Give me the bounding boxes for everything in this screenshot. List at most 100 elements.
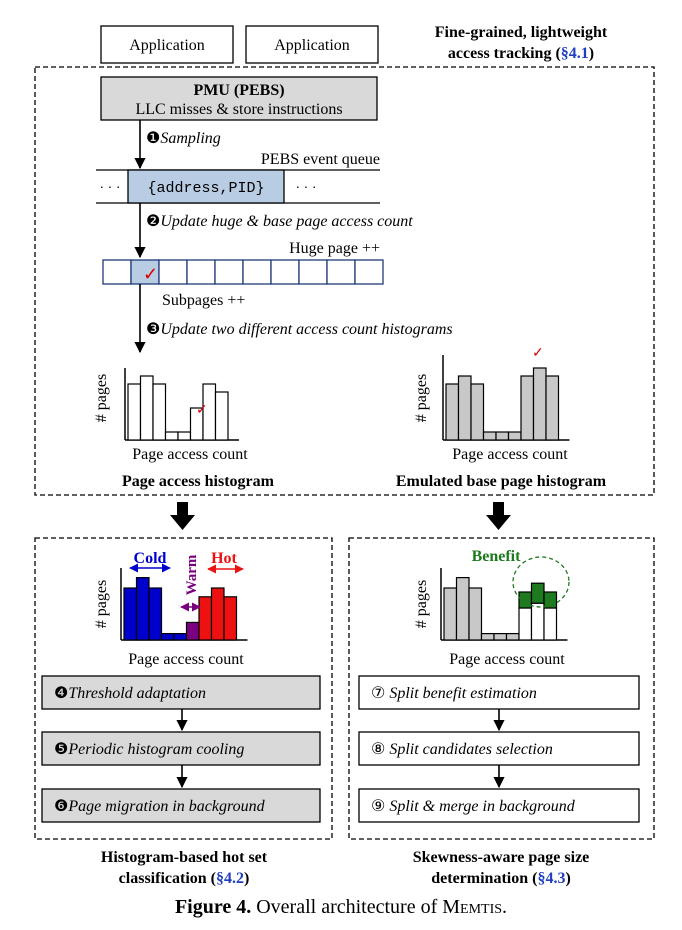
step-4-label: ❹Threshold adaptation	[54, 685, 206, 702]
histogram-bar	[543, 607, 558, 641]
hist1-title: Page access histogram	[122, 473, 275, 490]
figure-number: Figure 4.	[174, 896, 252, 918]
benefit-label: Benefit	[472, 548, 522, 565]
application-box-1: Application	[100, 25, 234, 64]
hist2-xlabel: Page access count	[452, 446, 568, 463]
thick-arrow-left	[170, 502, 195, 530]
histogram-bar	[185, 621, 200, 641]
figure-caption: Figure 4. Overall architecture of Memtis…	[0, 896, 682, 919]
histogram-bar	[507, 431, 522, 441]
hist2-ylabel: # pages	[413, 374, 430, 422]
histogram-bar	[495, 431, 510, 441]
histogram-bar	[210, 587, 225, 641]
histogram-bar	[198, 596, 213, 641]
subpage-cell	[326, 259, 356, 285]
histogram-bar	[173, 632, 188, 641]
histogram-bar	[139, 375, 154, 441]
histogram-bar	[470, 383, 485, 441]
step-4-box: ❹Threshold adaptation	[41, 675, 321, 710]
benefit-bar	[530, 582, 545, 604]
step-6-label: ❻Page migration in background	[54, 798, 266, 815]
histogram-bar	[520, 375, 535, 441]
subpage-cell	[214, 259, 244, 285]
pebs-queue-label: PEBS event queue	[261, 151, 380, 168]
page-size-determination-region	[348, 537, 655, 840]
page-access-histogram	[124, 368, 239, 441]
step-6-box: ❻Page migration in background	[41, 788, 321, 823]
queue-dots-right: · · ·	[296, 181, 317, 196]
application-label-2: Application	[274, 37, 350, 54]
split-benefit-histogram	[440, 568, 568, 641]
queue-entry	[127, 169, 285, 204]
queue-dots-left: · · ·	[100, 181, 121, 196]
access-tracking-region	[34, 66, 655, 496]
hot-set-classification-region	[34, 537, 333, 840]
histogram-bar	[482, 431, 497, 441]
subpage-cell	[270, 259, 300, 285]
thick-arrow-right	[486, 502, 511, 530]
histogram-bar	[455, 576, 470, 641]
section-ref-4-1: §4.1	[561, 45, 589, 62]
benefit-highlight-circle	[512, 556, 570, 608]
benefit-bar	[518, 591, 533, 609]
huge-page-row	[102, 259, 384, 285]
subpage-cell	[186, 259, 216, 285]
pmu-box: PMU (PEBS) LLC misses & store instructio…	[100, 76, 378, 121]
histogram-bar	[148, 587, 163, 641]
pmu-title: PMU (PEBS)	[193, 82, 284, 99]
system-name: Memtis	[442, 896, 503, 918]
histogram-bar	[214, 391, 229, 441]
caption-end: .	[502, 896, 508, 918]
step-3-label: ❸Update two different access count histo…	[146, 321, 453, 338]
tracking-title-line1: Fine-grained, lightweight	[435, 24, 608, 41]
subpage-cell	[158, 259, 188, 285]
tracking-title-line2: access tracking (§4.1)	[448, 45, 594, 62]
subpage-check-mark: ✓	[143, 264, 158, 284]
histogram-bar	[518, 607, 533, 641]
histogram-bar	[123, 587, 138, 641]
huge-page-label: Huge page ++	[289, 240, 380, 257]
classification-title-line1: Histogram-based hot set	[101, 849, 268, 866]
step-1-label: ❶Sampling	[146, 130, 221, 147]
subpage-cell	[102, 259, 132, 285]
histogram-bar	[530, 602, 545, 641]
hist1-xlabel: Page access count	[132, 446, 248, 463]
histogram-bar	[532, 367, 547, 441]
subpage-cell	[242, 259, 272, 285]
histogram-bar	[164, 431, 179, 441]
histogram-bar	[468, 587, 483, 641]
application-label-1: Application	[129, 37, 205, 54]
hist3-ylabel: # pages	[93, 580, 110, 628]
hist3-xlabel: Page access count	[128, 651, 244, 668]
pebs-event-queue: · · · {address,PID} · · ·	[96, 169, 380, 204]
step-5-label: ❺Periodic histogram cooling	[54, 741, 244, 758]
subpage-cell	[354, 259, 384, 285]
hist2-check-mark: ✓	[532, 346, 544, 361]
hist4-xlabel: Page access count	[449, 651, 565, 668]
section-ref-4-3: §4.3	[537, 870, 565, 887]
histogram-bar	[443, 587, 458, 641]
warm-label: Warm	[184, 554, 200, 595]
subpages-label: Subpages ++	[162, 292, 245, 309]
determination-title-line1: Skewness-aware page size	[413, 849, 590, 866]
queue-entry-text: {address,PID}	[147, 180, 264, 197]
histogram-bar	[457, 375, 472, 441]
caption-text: Overall architecture of	[256, 896, 438, 918]
hist2-title: Emulated base page histogram	[396, 473, 607, 490]
histogram-bar	[152, 383, 167, 441]
classification-title-line2: classification (§4.2)	[119, 870, 250, 887]
histogram-bar	[177, 431, 192, 441]
histogram-bar	[480, 632, 495, 641]
application-box-2: Application	[245, 25, 379, 64]
hot-warm-cold-histogram	[120, 568, 248, 641]
step-5-box: ❺Periodic histogram cooling	[41, 731, 321, 766]
histogram-bar	[135, 576, 150, 641]
benefit-bar	[543, 591, 558, 609]
histogram-bar	[545, 375, 560, 441]
histogram-bar	[445, 383, 460, 441]
hist4-ylabel: # pages	[413, 580, 430, 628]
histogram-bar	[160, 632, 175, 641]
